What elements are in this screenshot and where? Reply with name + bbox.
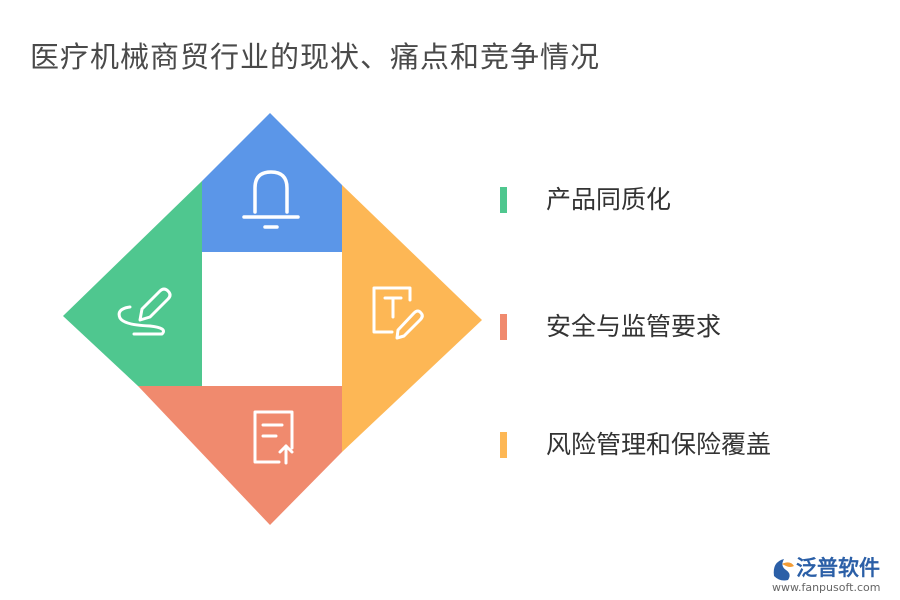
page-title: 医疗机械商贸行业的现状、痛点和竞争情况 bbox=[30, 40, 601, 74]
quadrant-right bbox=[342, 185, 482, 452]
logo-url: www.fanpusoft.com bbox=[772, 581, 881, 594]
quadrant-left bbox=[63, 181, 202, 386]
brand-logo: 泛普软件 www.fanpusoft.com bbox=[768, 552, 892, 596]
logo-name: 泛普软件 bbox=[796, 556, 880, 580]
quadrant-top bbox=[202, 113, 342, 252]
bell-icon bbox=[242, 170, 300, 229]
quadrant-bottom bbox=[138, 386, 342, 525]
legend-label: 风险管理和保险覆盖 bbox=[546, 430, 772, 459]
legend-label: 安全与监管要求 bbox=[546, 312, 722, 341]
legend-color-bar bbox=[500, 432, 507, 458]
logo-mark-icon bbox=[773, 559, 794, 581]
text-edit-icon bbox=[372, 286, 424, 340]
legend-color-bar bbox=[500, 314, 507, 340]
pen-signature-icon bbox=[117, 287, 172, 336]
legend-label: 产品同质化 bbox=[546, 185, 672, 214]
legend-color-bar bbox=[500, 187, 507, 213]
document-upload-icon bbox=[253, 410, 294, 465]
